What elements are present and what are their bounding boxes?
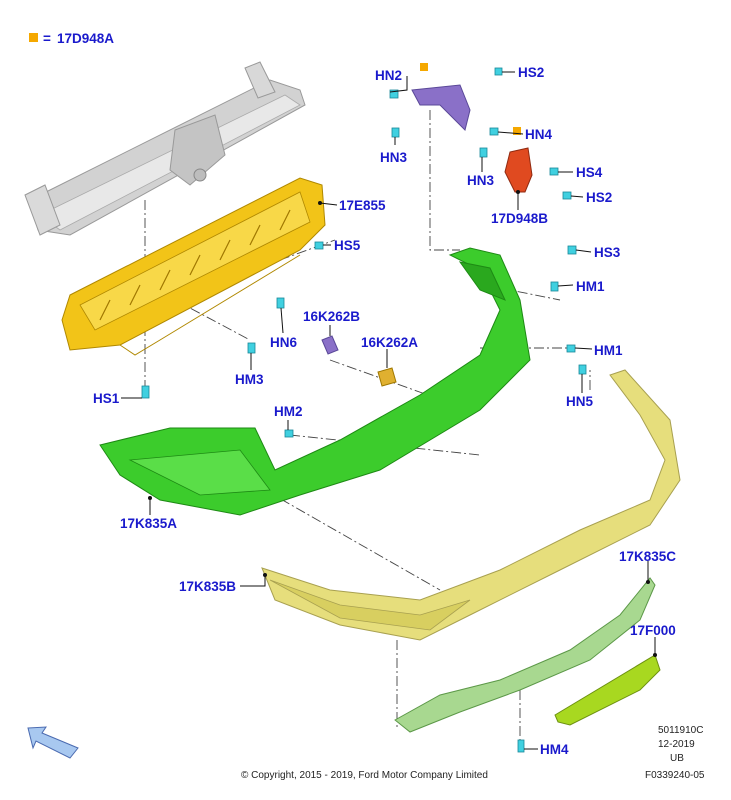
bracket-17D948B: [504, 147, 533, 193]
label-16K262B: 16K262B: [303, 309, 360, 324]
label-hm2: HM2: [274, 404, 303, 419]
label-hs2-b: HS2: [586, 190, 612, 205]
label-hs4: HS4: [576, 165, 603, 180]
fasteners: [141, 67, 587, 753]
label-hs2-top: HS2: [518, 65, 544, 80]
label-hm1-a: HM1: [576, 279, 605, 294]
label-hs5: HS5: [334, 238, 361, 253]
bracket-purple-upper: [411, 84, 471, 131]
bumper-cover-17K835A: [99, 247, 531, 516]
doc-date: 12-2019: [658, 739, 695, 750]
legend-swatch: [29, 33, 38, 42]
label-leaders: [121, 71, 657, 750]
label-17D948B: 17D948B: [491, 211, 548, 226]
label-hs1: HS1: [93, 391, 120, 406]
label-hn4: HN4: [525, 127, 552, 142]
legend-code: 17D948A: [57, 31, 114, 46]
label-17K835A: 17K835A: [120, 516, 177, 531]
front-direction-arrow-icon: [27, 726, 79, 759]
clip-16K262A: [377, 367, 397, 387]
label-hm4: HM4: [540, 742, 569, 757]
label-hn6: HN6: [270, 335, 297, 350]
energy-absorber-17E855: [61, 177, 326, 356]
label-hm1-b: HM1: [594, 343, 623, 358]
doc-region: UB: [670, 753, 684, 764]
label-hn2: HN2: [375, 68, 402, 83]
part-labels: HN2 HS2 HN4 HN3 HN3 HS4 HS2 17D948B 17E8…: [93, 65, 676, 757]
label-17E855: 17E855: [339, 198, 386, 213]
label-17F000: 17F000: [630, 623, 676, 638]
bumper-cover-17K835B: [261, 369, 681, 641]
figure-id: F0339240-05: [645, 770, 705, 781]
label-hm3: HM3: [235, 372, 264, 387]
label-hn3-a: HN3: [380, 150, 407, 165]
label-17K835B: 17K835B: [179, 579, 236, 594]
label-hn5: HN5: [566, 394, 593, 409]
legend-equals: =: [43, 31, 51, 46]
label-hs3: HS3: [594, 245, 621, 260]
legend-marker-square: [513, 127, 521, 135]
clip-16K262B: [321, 335, 339, 355]
lower-valance-17K835C: [394, 577, 656, 733]
label-17K835C: 17K835C: [619, 549, 676, 564]
bumper-reinforcement-beam: [24, 61, 306, 236]
legend-marker-square: [420, 63, 428, 71]
copyright-text: © Copyright, 2015 - 2019, Ford Motor Com…: [241, 770, 488, 781]
doc-number: 5011910C: [658, 725, 703, 736]
label-hn3-b: HN3: [467, 173, 494, 188]
label-16K262A: 16K262A: [361, 335, 418, 350]
